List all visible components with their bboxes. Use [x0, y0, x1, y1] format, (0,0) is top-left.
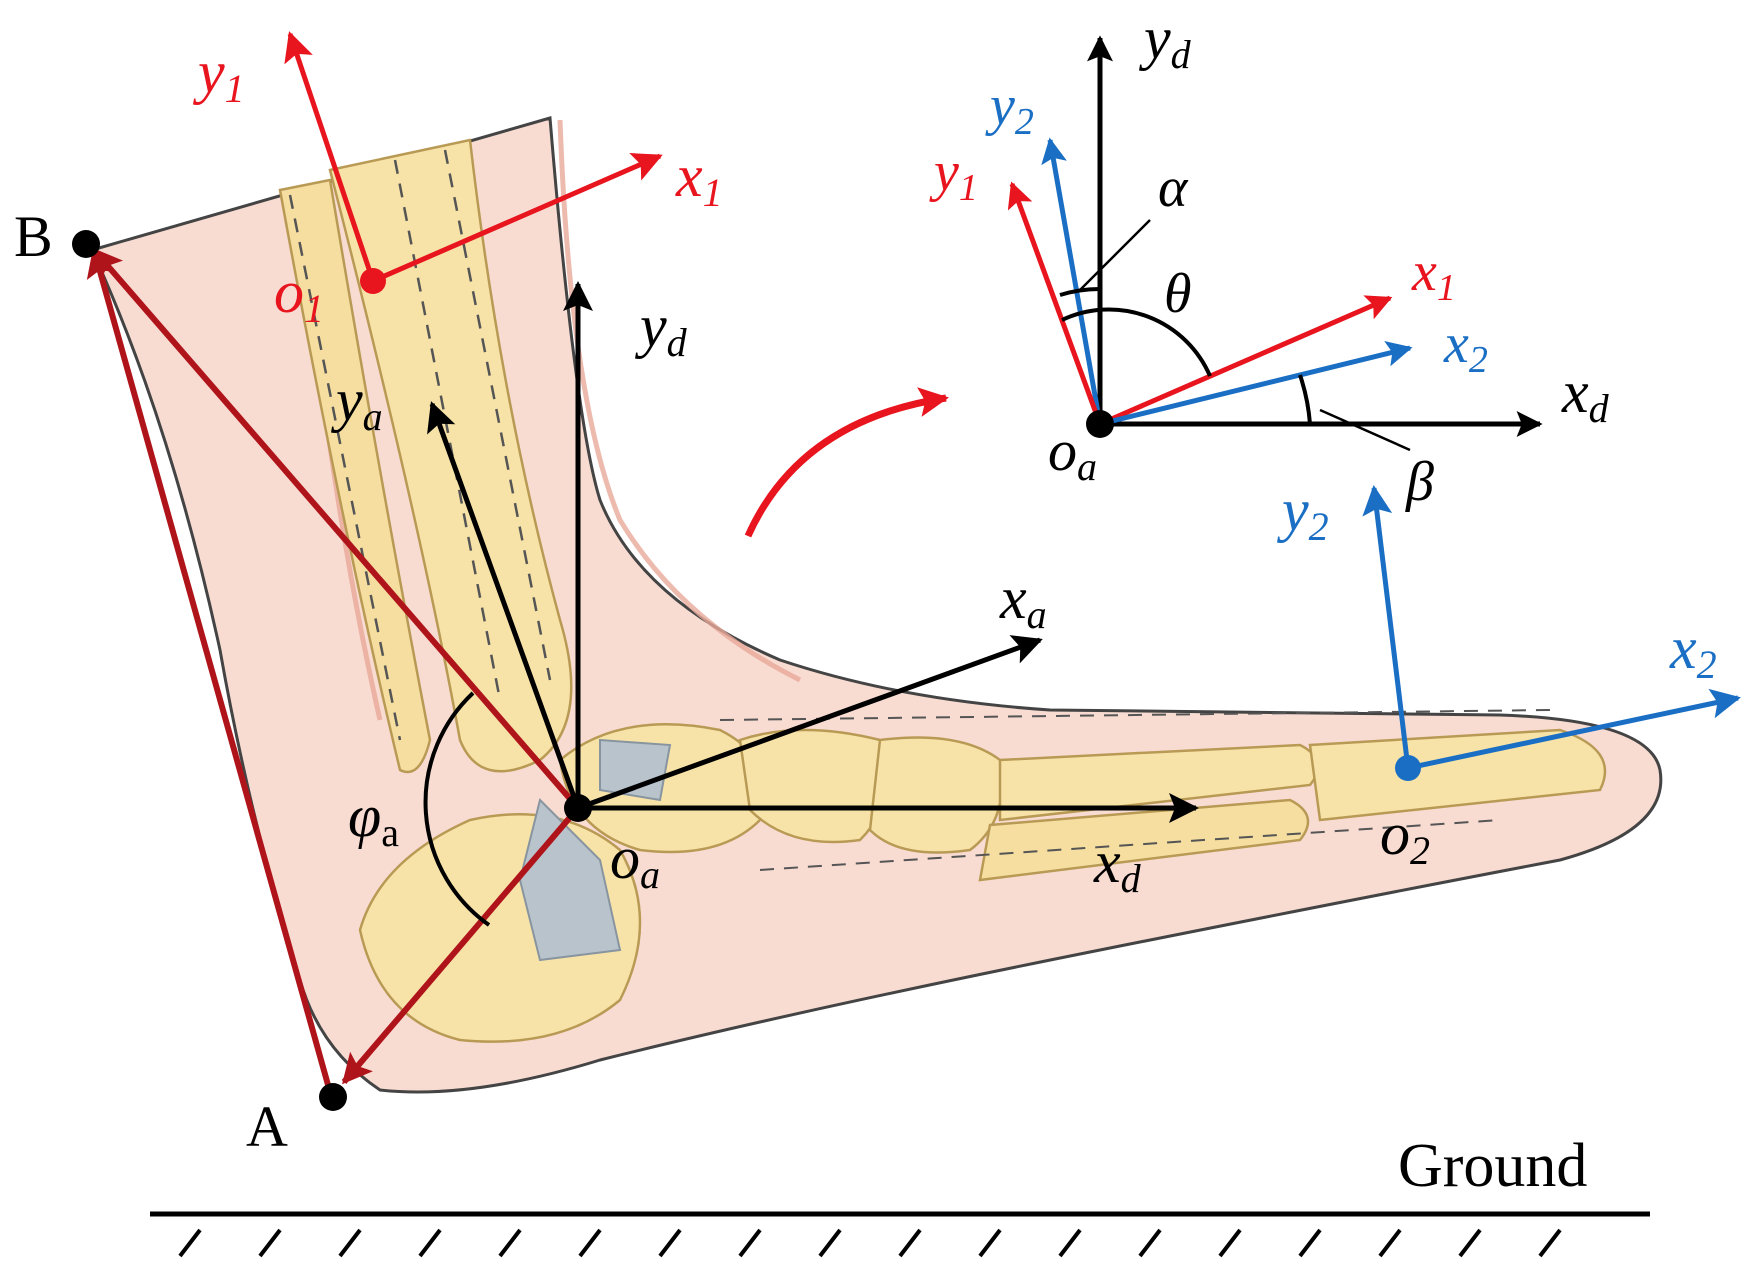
- label-yd: yd: [634, 293, 688, 365]
- fibula-bone: [278, 178, 432, 774]
- inset-label-xd: xd: [1561, 359, 1610, 431]
- inset-label-x2: x2: [1443, 313, 1488, 381]
- ground-hatching: [178, 1228, 1562, 1258]
- x1-axis: [372, 153, 663, 284]
- origin-o2: [1395, 755, 1421, 781]
- alpha-arc: [1059, 286, 1101, 297]
- foot-frame: y2 x2 o2: [1276, 477, 1741, 873]
- vector-oa-to-B: [91, 247, 581, 810]
- beta-arc: [1298, 374, 1312, 425]
- beta-leader: [1319, 408, 1411, 452]
- label-A: A: [246, 1094, 288, 1159]
- transition-arrow: [744, 387, 949, 538]
- label-x1-top: x1: [675, 143, 723, 215]
- y1-axis: [284, 31, 376, 282]
- vector-oa-to-A: [341, 806, 581, 1085]
- xa-axis: [577, 635, 1043, 811]
- inset-x1-axis: [1099, 295, 1393, 427]
- label-oa: oa: [610, 825, 660, 897]
- label-xa: xa: [999, 565, 1047, 637]
- inset-label-x1: x1: [1411, 241, 1456, 309]
- metatarsal-2: [978, 798, 1310, 882]
- inset-y1-axis: [1007, 181, 1103, 425]
- inset-label-oa: oa: [1048, 418, 1097, 489]
- label-ya: ya: [330, 367, 383, 439]
- inset-label-theta: θ: [1164, 263, 1192, 325]
- x2-axis: [1407, 688, 1741, 771]
- foot-dashes: [719, 709, 1551, 871]
- label-B: B: [14, 204, 53, 269]
- label-y2-foot: y2: [1276, 477, 1329, 549]
- inset-label-y1: y1: [929, 141, 978, 209]
- label-y1-top: y1: [192, 39, 245, 111]
- inset-y2-axis: [1041, 137, 1103, 425]
- label-x2-foot: x2: [1669, 615, 1717, 687]
- inset-origin-oa: [1086, 410, 1114, 438]
- inset-diagram: yd y2 y1 α θ x1 x2 xd oa β: [929, 5, 1610, 513]
- point-B: [72, 230, 100, 258]
- ankle-frame: yd ya xa xd oa φa: [330, 281, 1199, 927]
- label-phi-a: φa: [348, 783, 399, 855]
- y2-axis: [1362, 485, 1411, 769]
- muscle-triangle: B A: [14, 204, 581, 1159]
- label-xd: xd: [1093, 829, 1142, 901]
- theta-arc: [1061, 307, 1212, 377]
- inset-label-alpha: α: [1158, 157, 1189, 219]
- vector-A-to-B: [86, 247, 333, 1093]
- ligament-anterior: [599, 738, 672, 802]
- ground-label: Ground: [1398, 1132, 1587, 1200]
- inset-label-yd: yd: [1138, 5, 1192, 77]
- ya-axis: [427, 401, 581, 809]
- alpha-leader: [1079, 219, 1151, 291]
- point-A: [319, 1083, 347, 1111]
- cuneiform-bone: [868, 736, 1004, 854]
- inset-label-y2: y2: [985, 75, 1034, 143]
- ligament-lateral: [518, 798, 622, 962]
- foot-illustration: [89, 116, 1663, 1094]
- origin-oa: [564, 794, 592, 822]
- label-o2: o2: [1380, 801, 1430, 873]
- shank-frame: y1 x1 o1: [192, 31, 723, 331]
- inset-label-beta: β: [1405, 451, 1434, 513]
- origin-o1: [360, 268, 386, 294]
- inset-x2-axis: [1099, 340, 1413, 427]
- label-o1: o1: [274, 259, 324, 331]
- phi-a-arc: [423, 691, 491, 927]
- ground: Ground: [150, 1132, 1650, 1258]
